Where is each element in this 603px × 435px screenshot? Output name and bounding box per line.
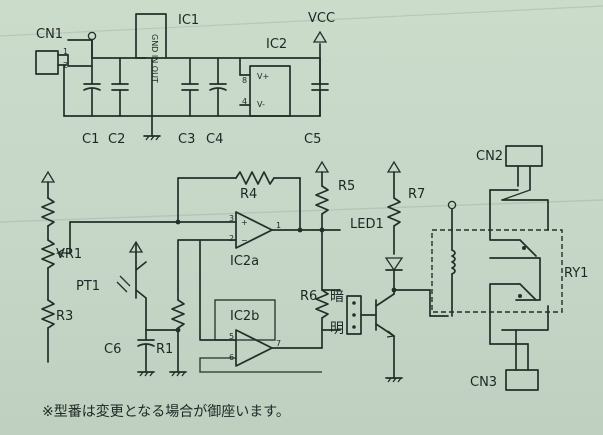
vcc-arrow-icon-r5 bbox=[314, 160, 330, 173]
vr1-wiper-arrow-icon bbox=[55, 248, 70, 258]
label-r5: R5 bbox=[338, 179, 355, 194]
label-cn2: CN2 bbox=[476, 149, 503, 164]
label-ry1: RY1 bbox=[564, 266, 588, 281]
label-r4: R4 bbox=[240, 187, 257, 202]
relay-ry1-box bbox=[431, 229, 563, 313]
ic2-vminus-label: V- bbox=[257, 100, 265, 109]
ic1-pin-labels: GND IN OUT bbox=[150, 34, 159, 83]
label-c5: C5 bbox=[304, 132, 321, 147]
ic2a-opamp-icon bbox=[235, 211, 273, 249]
output-transistor bbox=[375, 293, 396, 338]
ic2b-pin5-label: 5 bbox=[229, 332, 234, 341]
cn1-pin2-label: 2 bbox=[63, 61, 68, 70]
ic2a-pin3-label: 3 bbox=[229, 214, 234, 223]
r5-resistor-icon bbox=[315, 185, 329, 215]
vcc-arrow-icon-left bbox=[40, 170, 56, 183]
ic2b-box bbox=[214, 299, 276, 341]
capacitor-c3 bbox=[181, 57, 199, 117]
label-c3: C3 bbox=[178, 132, 195, 147]
label-ic2a: IC2a bbox=[230, 254, 259, 269]
led1-icon bbox=[384, 257, 404, 272]
label-r1: R1 bbox=[156, 342, 173, 357]
relay-coil-icon bbox=[451, 249, 456, 275]
component-labels: CN1 IC1 VCC IC2 C1 C2 C3 C4 C5 CN2 R4 R5… bbox=[36, 11, 588, 420]
svg-text:+: + bbox=[241, 218, 248, 227]
capacitor-c4 bbox=[209, 57, 227, 117]
capacitor-c5 bbox=[311, 57, 329, 117]
label-vr1: VR1 bbox=[56, 247, 82, 262]
ic2b-opamp-icon bbox=[235, 329, 273, 367]
label-vcc: VCC bbox=[308, 11, 335, 26]
ic2-pin4-label: 4 bbox=[242, 97, 247, 106]
ic2-pin8-label: 8 bbox=[242, 76, 247, 85]
label-ic2: IC2 bbox=[266, 37, 287, 52]
cn3-connector bbox=[505, 369, 539, 391]
label-cn1: CN1 bbox=[36, 27, 63, 42]
main-circuit: 3 2 + − 1 bbox=[40, 145, 563, 391]
r6-resistor-icon bbox=[315, 289, 329, 319]
label-c4: C4 bbox=[206, 132, 223, 147]
label-led1: LED1 bbox=[350, 217, 384, 232]
vcc-arrow-icon bbox=[312, 30, 328, 43]
vr1-resistor-icon bbox=[41, 197, 55, 227]
ground-icon-r1 bbox=[169, 371, 187, 377]
label-c2: C2 bbox=[108, 132, 125, 147]
label-c1: C1 bbox=[82, 132, 99, 147]
cn1-connector bbox=[35, 50, 59, 75]
label-r7: R7 bbox=[408, 187, 425, 202]
ic2a-pin1-label: 1 bbox=[276, 221, 281, 230]
cn1-pin1-label: 1 bbox=[63, 47, 68, 56]
label-cn3: CN3 bbox=[470, 375, 497, 390]
label-r6: R6 bbox=[300, 289, 317, 304]
r7-resistor-icon bbox=[387, 197, 401, 227]
cn2-connector bbox=[505, 145, 543, 167]
ground-icon-transistor bbox=[385, 377, 403, 383]
r3-resistor-icon bbox=[41, 299, 55, 329]
ic2b-pin7-label: 7 bbox=[276, 339, 281, 348]
vcc-arrow-icon-r7 bbox=[386, 160, 402, 173]
r1-resistor-icon bbox=[171, 299, 185, 329]
footnote: ※型番は変更となる場合が御座います。 bbox=[42, 403, 290, 420]
label-bright: 明 bbox=[330, 321, 344, 337]
label-dark: 暗 bbox=[330, 289, 344, 305]
r4-resistor-icon bbox=[235, 171, 275, 185]
label-pt1: PT1 bbox=[76, 279, 100, 294]
power-section: 1 2 GND IN OUT bbox=[35, 13, 329, 141]
ic2-power-block bbox=[249, 65, 291, 117]
ic2a-pin2-label: 2 bbox=[229, 234, 234, 243]
label-ic1: IC1 bbox=[178, 13, 199, 28]
ic2-vplus-label: V+ bbox=[257, 72, 269, 81]
pt1-phototransistor bbox=[116, 261, 147, 299]
power-terminal-icon bbox=[87, 31, 97, 41]
label-c6: C6 bbox=[104, 342, 121, 357]
capacitor-c2 bbox=[111, 57, 129, 117]
svg-text:−: − bbox=[241, 236, 248, 245]
ground-icon-c6 bbox=[137, 371, 155, 377]
capacitor-c1 bbox=[83, 57, 101, 117]
ground-icon bbox=[143, 115, 161, 141]
label-ic2b: IC2b bbox=[230, 309, 259, 324]
label-r3: R3 bbox=[56, 309, 73, 324]
ic1-regulator bbox=[135, 13, 167, 59]
